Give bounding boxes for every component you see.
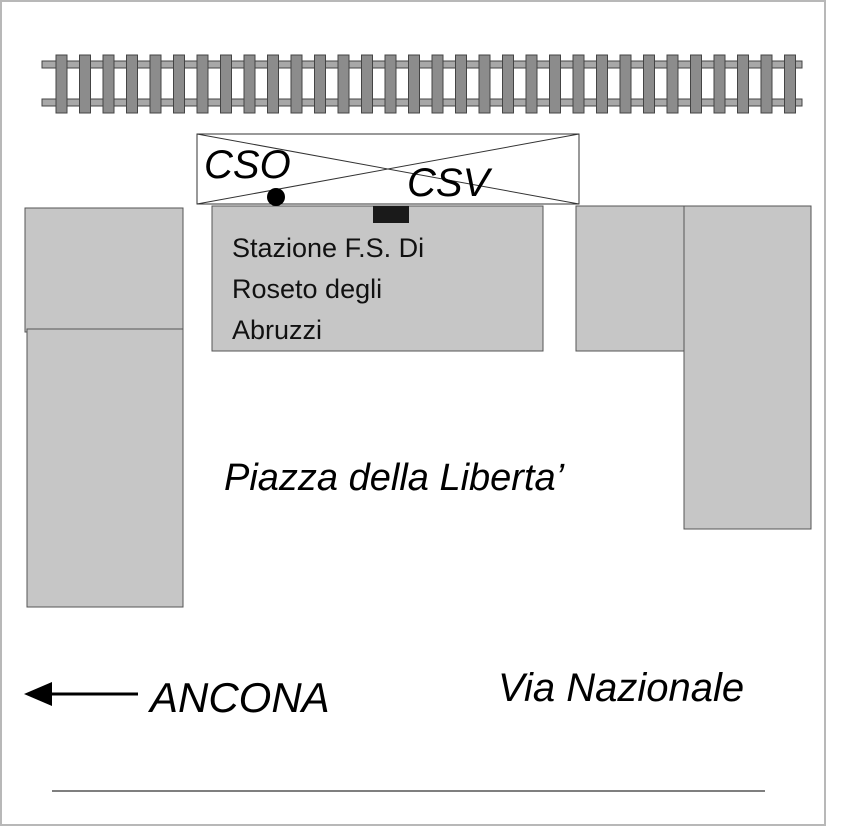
railway-tie: [220, 54, 232, 114]
station-name-line-1: Stazione F.S. Di: [232, 233, 424, 263]
building-left-top: [24, 207, 184, 333]
direction-label: ANCONA: [147, 674, 330, 721]
railway-tie: [149, 54, 162, 114]
arrow-head: [24, 682, 52, 706]
building-right-tall: [683, 205, 812, 530]
building-right-small: [575, 205, 687, 352]
rail-top: [41, 60, 803, 69]
railway-tie: [196, 54, 209, 114]
railway-tie: [784, 54, 796, 114]
railway-tie: [760, 54, 773, 114]
railway-tie: [55, 54, 68, 114]
railway-tie: [314, 54, 326, 114]
railway-tie: [337, 54, 350, 114]
label-csv: CSV: [407, 161, 493, 205]
railway-tie: [408, 54, 420, 114]
label-cso: CSO: [204, 143, 291, 187]
railway-tie: [290, 54, 303, 114]
station-building: [211, 205, 544, 352]
entrance-marker-icon: [373, 206, 409, 223]
railway-tie: [361, 54, 373, 114]
railway-tie: [102, 54, 115, 114]
railway-tie: [502, 54, 514, 114]
railway-tie: [596, 54, 608, 114]
point-marker-icon: [267, 188, 285, 206]
railway-tie: [267, 54, 279, 114]
railway-tie: [384, 54, 397, 114]
railway-tie: [243, 54, 256, 114]
railway-tie: [478, 54, 491, 114]
railway-tie: [690, 54, 702, 114]
railway-tie: [572, 54, 585, 114]
station-name-line-3: Abruzzi: [232, 315, 322, 345]
rail-bottom: [41, 98, 803, 107]
building-left-bottom: [26, 328, 184, 608]
railway-tie: [549, 54, 561, 114]
railway-track-icon: [41, 54, 803, 114]
railway-tie: [126, 54, 138, 114]
street-name: Via Nazionale: [498, 666, 744, 710]
railway-tie: [643, 54, 655, 114]
station-name-line-2: Roseto degli: [232, 274, 382, 304]
square-name: Piazza della Liberta’: [224, 457, 565, 499]
railway-tie: [713, 54, 726, 114]
railway-ties: [55, 54, 796, 114]
railway-tie: [666, 54, 679, 114]
platform-box: [196, 133, 580, 205]
railway-tie: [431, 54, 444, 114]
railway-tie: [619, 54, 632, 114]
railway-tie: [525, 54, 538, 114]
railway-tie: [737, 54, 749, 114]
railway-tie: [455, 54, 467, 114]
railway-tie: [79, 54, 91, 114]
railway-tie: [173, 54, 185, 114]
arrow-left-icon: [24, 682, 138, 706]
platform-diagonal-2: [196, 133, 580, 205]
